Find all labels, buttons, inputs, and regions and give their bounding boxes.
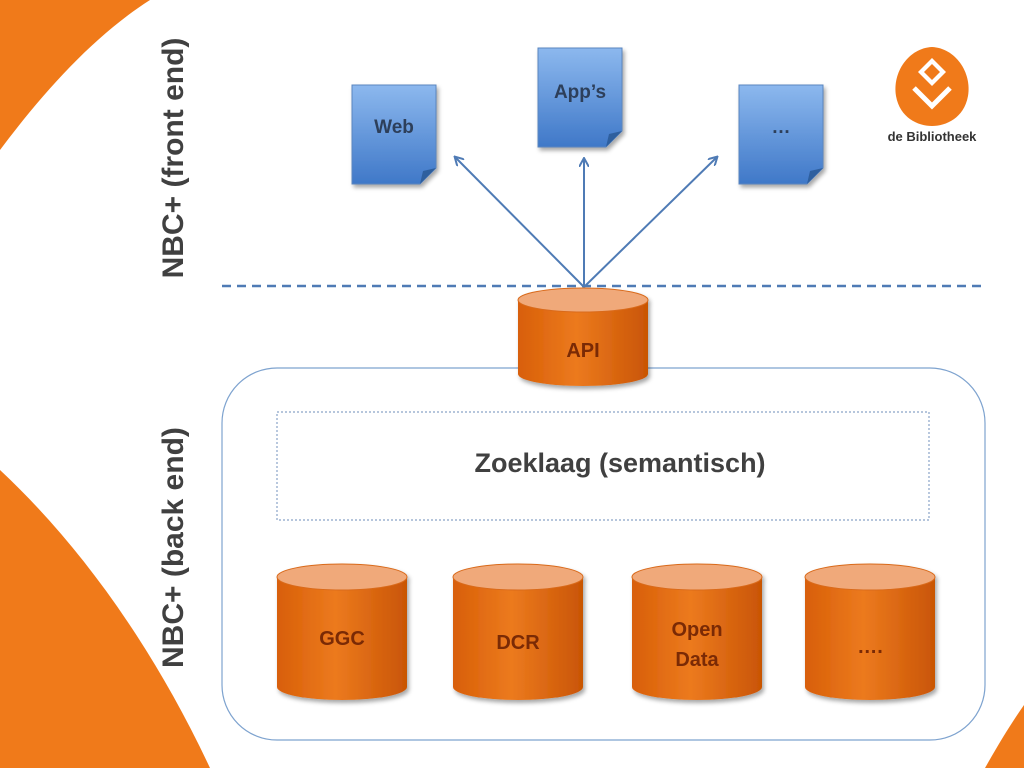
search-layer-label: Zoeklaag (semantisch) — [474, 448, 766, 478]
doc-label-apps: App’s — [553, 82, 607, 103]
db-label-dcr: DCR — [496, 632, 540, 654]
orange-swoosh-left — [0, 470, 210, 768]
orange-swoosh-top-left — [0, 0, 150, 150]
api-cylinder — [517, 287, 649, 386]
db-label-ggc: GGC — [319, 628, 365, 650]
doc-apps — [537, 47, 623, 148]
db-label-open-data-line2: Data — [675, 649, 719, 671]
doc-more — [738, 84, 824, 185]
db-cylinder-ggc — [276, 563, 408, 700]
doc-label-web: Web — [374, 117, 414, 138]
db-cylinder-open-data — [631, 563, 763, 700]
bibliotheek-logo-icon — [895, 47, 969, 126]
db-cylinder-more — [804, 563, 936, 700]
db-cylinder-dcr — [452, 563, 584, 700]
db-label-open-data: Open Data — [632, 615, 762, 675]
arrow-to-more — [583, 158, 716, 288]
doc-web — [351, 84, 437, 185]
doc-label-more: … — [771, 117, 791, 138]
search-layer-box — [276, 411, 930, 521]
back-end-label: NBC+ (back end) — [157, 427, 190, 668]
logo-text: de Bibliotheek — [887, 129, 977, 144]
front-end-label: NBC+ (front end) — [157, 37, 190, 279]
orange-swoosh-bottom-right — [985, 705, 1024, 768]
db-label-more: …. — [857, 636, 883, 658]
db-label-open-data-line1: Open — [671, 619, 723, 641]
arrow-to-web — [456, 158, 585, 288]
api-label: API — [566, 340, 600, 362]
